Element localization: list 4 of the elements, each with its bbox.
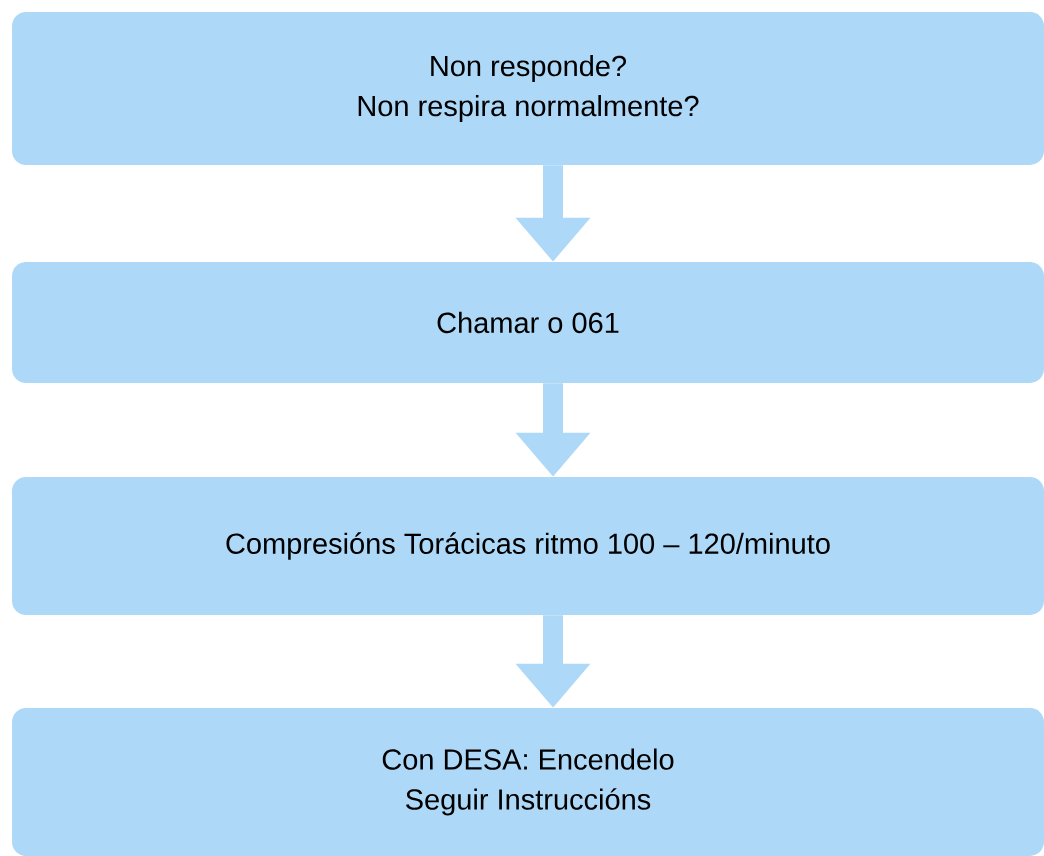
- process-box: Compresións Torácicas ritmo 100 – 120/minuto: [12, 477, 1044, 615]
- process-box: Con DESA: Encendelo Seguir Instruccións: [12, 708, 1044, 856]
- process-box: Chamar o 061: [12, 262, 1044, 383]
- process-box: Non responde? Non respira normalmente?: [12, 12, 1044, 165]
